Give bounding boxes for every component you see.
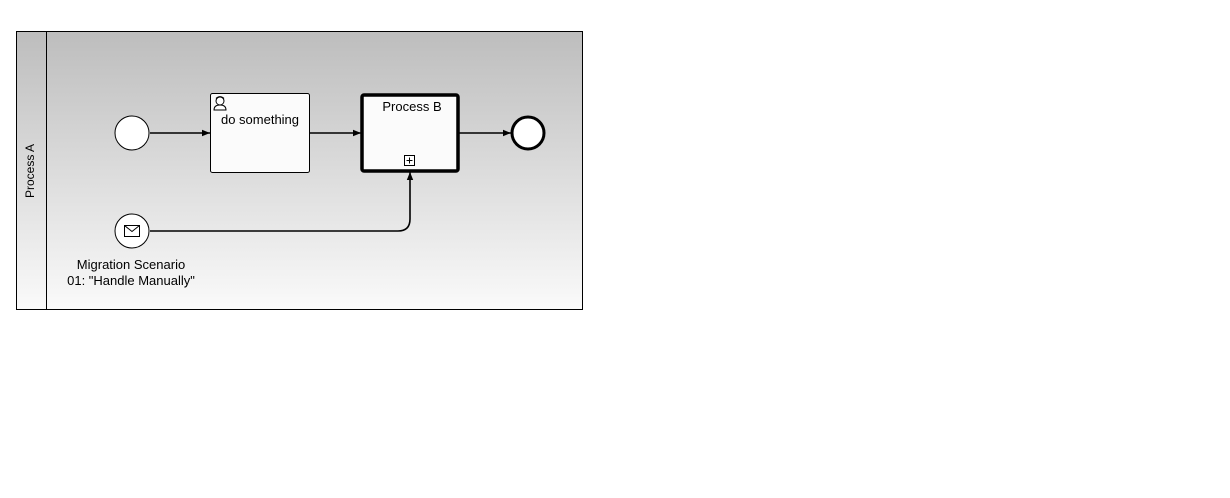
flow-message-to-process-b[interactable] — [150, 172, 414, 232]
call-activity-process-b[interactable]: Process B — [360, 93, 460, 173]
pool-process-a[interactable]: Process A — [16, 31, 583, 310]
user-task-box — [210, 93, 310, 173]
message-event-label-line2: 01: "Handle Manually" — [67, 273, 195, 288]
collapsed-subprocess-marker-icon[interactable] — [404, 155, 415, 166]
user-task-label: do something — [221, 112, 299, 127]
start-event[interactable] — [114, 115, 150, 151]
user-task-do-something[interactable]: do something — [210, 93, 310, 173]
envelope-icon — [124, 225, 140, 237]
message-event-label-line1: Migration Scenario — [77, 257, 185, 272]
sequence-flows — [150, 129, 511, 232]
pool-header — [16, 31, 47, 310]
end-event[interactable] — [510, 115, 546, 151]
message-start-event[interactable] — [114, 213, 150, 249]
user-icon — [213, 96, 227, 111]
call-activity-box — [360, 93, 460, 173]
call-activity-label: Process B — [382, 99, 441, 114]
pool-label: Process A — [23, 144, 37, 198]
